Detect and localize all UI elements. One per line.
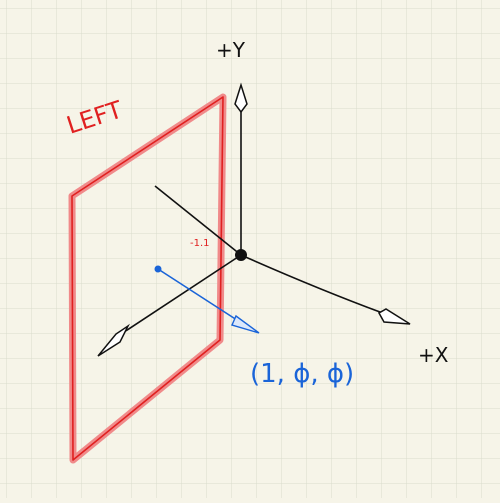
- tick-label: -1.1: [190, 238, 210, 249]
- y-axis: [234, 82, 248, 255]
- origin-point: [235, 249, 247, 261]
- negative-z-axis: [154, 185, 242, 256]
- z-axis-arrowhead: [97, 323, 130, 357]
- x-axis-label: +X: [418, 343, 449, 367]
- y-axis-arrowhead: [234, 82, 248, 114]
- vector-label: (1, ϕ, ϕ): [250, 359, 354, 389]
- z-axis: [97, 254, 242, 357]
- vector-arrow: [154, 265, 260, 334]
- x-axis: [240, 254, 411, 325]
- left-plane: [68, 93, 227, 464]
- y-axis-label: +Y: [216, 38, 246, 62]
- x-axis-arrowhead: [377, 308, 411, 325]
